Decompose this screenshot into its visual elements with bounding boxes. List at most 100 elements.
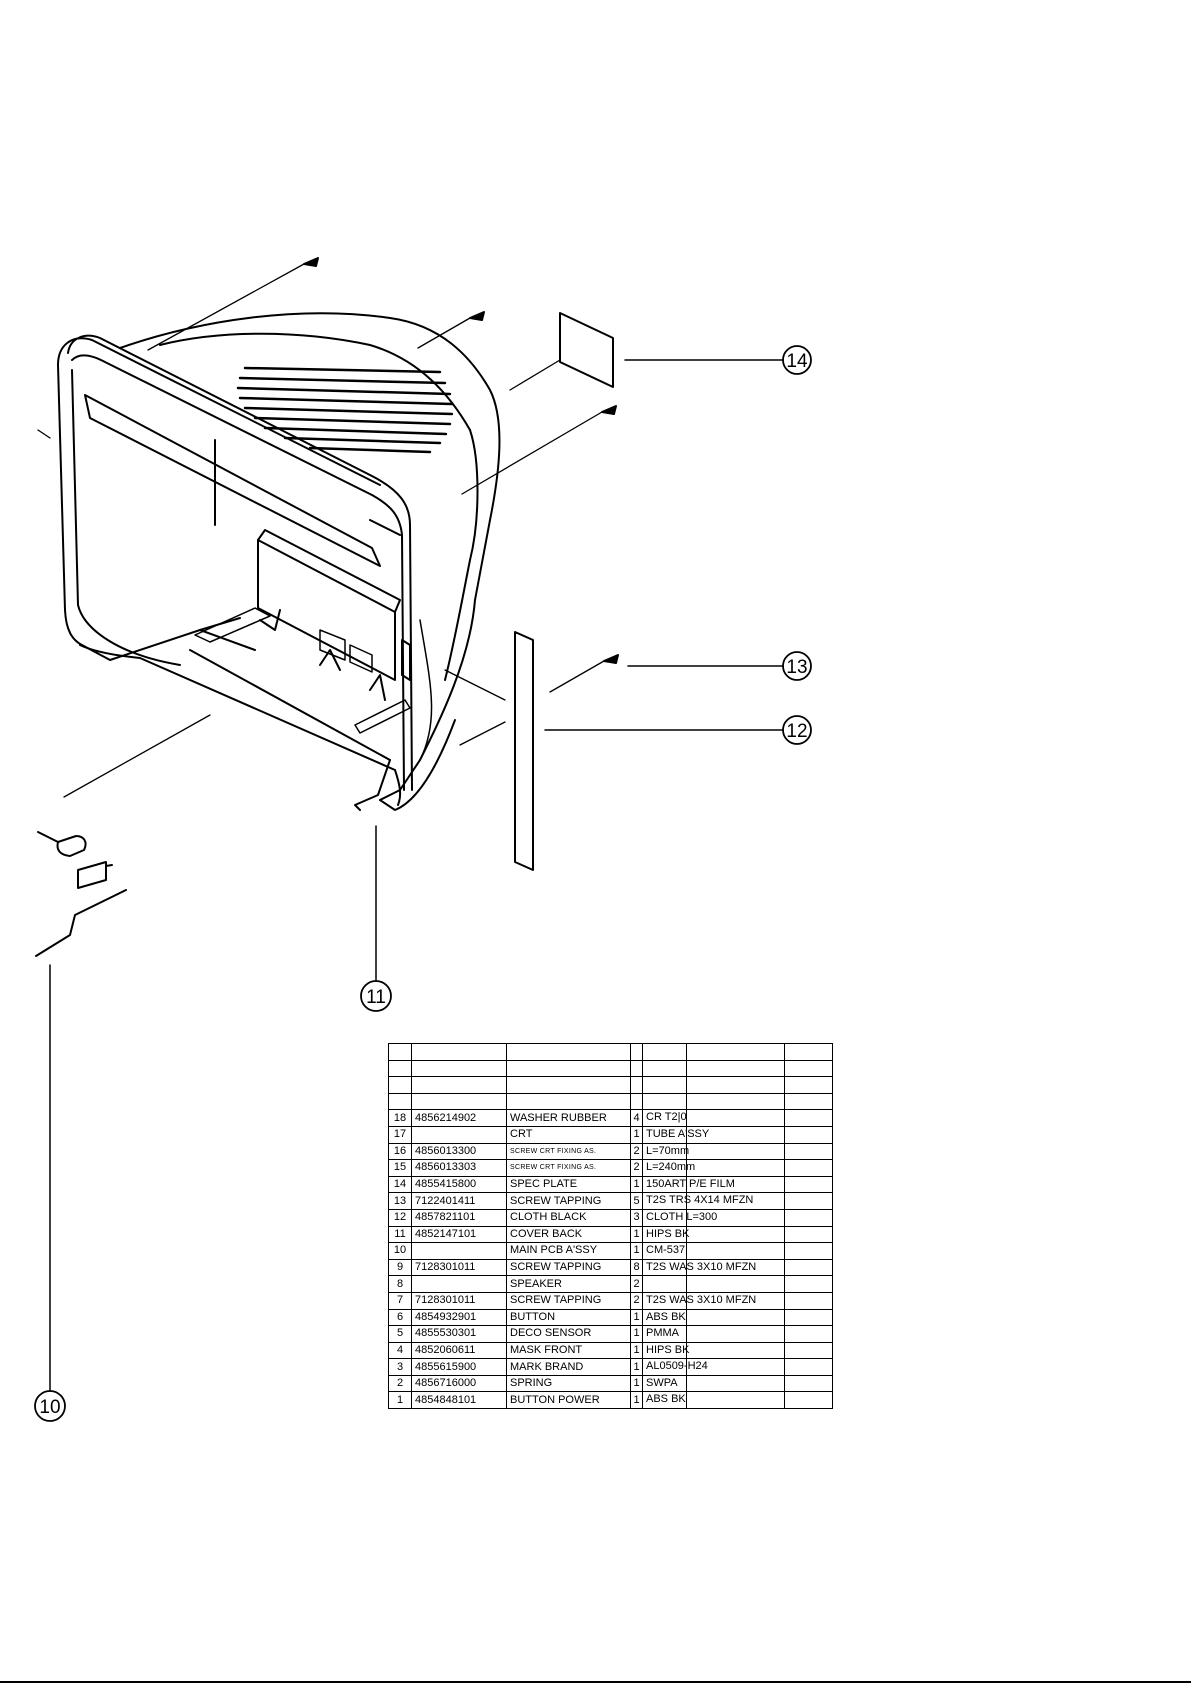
table-cell-empty	[630, 1076, 643, 1094]
part-code-cell: 4852060611	[411, 1341, 507, 1360]
spec-cell: T2S WAS 3X10 MFZN	[642, 1291, 756, 1310]
spec-cell: ABS BK	[642, 1391, 687, 1410]
item-no-cell: 16	[388, 1142, 412, 1161]
spec-cell: HIPS BK	[642, 1225, 689, 1244]
part-name-cell: CLOTH BLACK	[506, 1208, 631, 1227]
part-name-cell: MARK BRAND	[506, 1358, 631, 1376]
qty-cell: 1	[630, 1391, 643, 1410]
remark-cell	[784, 1142, 833, 1161]
qty-cell: 5	[630, 1192, 643, 1210]
item-no-cell: 13	[388, 1192, 412, 1210]
front-mask-frame	[57, 334, 413, 806]
callout-label-10: 10	[39, 1397, 60, 1418]
table-cell-empty	[784, 1043, 833, 1061]
table-cell-empty	[642, 1059, 687, 1078]
part-code-cell: 4852147101	[411, 1225, 507, 1244]
spec-cell: L=70mm	[642, 1142, 689, 1161]
cover-back-part	[119, 312, 501, 811]
spec-cell: T2S WAS 3X10 MFZN	[642, 1258, 756, 1277]
table-cell-empty	[784, 1059, 833, 1078]
bottom-rule	[0, 1681, 1191, 1683]
cloth-black-part	[514, 631, 534, 871]
spec-cell: PMMA	[642, 1325, 687, 1343]
part-code-cell: 7122401411	[411, 1192, 507, 1210]
part-code-cell: 7128301011	[411, 1258, 507, 1277]
item-no-cell: 17	[388, 1125, 412, 1144]
spec-text: T2S TRS 4X14 MFZN	[646, 1194, 754, 1207]
spec-text: CM-537	[646, 1244, 686, 1257]
part-code-cell	[411, 1242, 507, 1260]
part-code-cell: 4855530301	[411, 1325, 507, 1343]
part-code-cell: 4854848101	[411, 1391, 507, 1410]
item-no-cell: 10	[388, 1242, 412, 1260]
spec-text: AL0509-H24	[646, 1360, 708, 1373]
main-pcb	[257, 529, 411, 701]
table-cell-empty	[411, 1043, 507, 1061]
spec-text: ABS BK	[646, 1310, 686, 1323]
part-name-cell: BUTTON	[506, 1308, 631, 1327]
spec-text: SWPA	[646, 1376, 678, 1389]
part-code-cell: 4855615900	[411, 1358, 507, 1376]
callout-circle-14	[782, 345, 812, 375]
spec-extra-cell	[686, 1275, 785, 1293]
qty-cell: 1	[630, 1225, 643, 1244]
spec-text: HIPS BK	[646, 1343, 690, 1356]
table-cell-empty	[411, 1059, 507, 1078]
remark-cell	[784, 1308, 833, 1327]
part-code-cell: 4856013300	[411, 1142, 507, 1161]
spec-extra-cell	[686, 1225, 785, 1244]
part-name-cell: SPRING	[506, 1374, 631, 1393]
remark-cell	[784, 1275, 833, 1293]
part-name-cell: MAIN PCB A'SSY	[506, 1242, 631, 1260]
spec-extra-cell	[686, 1142, 785, 1161]
spec-text: T2S WAS 3X10 MFZN	[646, 1293, 757, 1306]
qty-cell: 1	[630, 1325, 643, 1343]
spec-text: TUBE A'SSY	[646, 1127, 710, 1140]
table-cell-empty	[388, 1059, 412, 1078]
table-cell-empty	[388, 1043, 412, 1061]
part-name-cell: DECO SENSOR	[506, 1325, 631, 1343]
spec-cell: CR T2|0	[642, 1109, 687, 1127]
screw-parts	[303, 257, 619, 664]
qty-cell: 1	[630, 1175, 643, 1194]
remark-cell	[784, 1358, 833, 1376]
part-name-cell: SCREW TAPPING	[506, 1192, 631, 1210]
table-cell-empty	[411, 1076, 507, 1094]
part-code-cell	[411, 1275, 507, 1293]
qty-cell: 3	[630, 1208, 643, 1227]
table-cell-empty	[642, 1092, 687, 1111]
part-code-cell: 7128301011	[411, 1291, 507, 1310]
part-code-cell: 4857821101	[411, 1208, 507, 1227]
remark-cell	[784, 1225, 833, 1244]
part-name-cell: WASHER RUBBER	[506, 1109, 631, 1127]
remark-cell	[784, 1192, 833, 1210]
table-cell-empty	[506, 1092, 631, 1111]
table-row-blank	[388, 1092, 833, 1111]
spec-extra-cell	[686, 1109, 785, 1127]
remark-cell	[784, 1325, 833, 1343]
spec-cell: T2S TRS 4X14 MFZN	[642, 1192, 753, 1210]
qty-cell: 1	[630, 1125, 643, 1144]
table-cell-empty	[686, 1059, 785, 1078]
table-cell-empty	[630, 1092, 643, 1111]
remark-cell	[784, 1175, 833, 1194]
remark-cell	[784, 1109, 833, 1127]
assembly-lines	[37, 263, 605, 798]
part-code-cell: 4856716000	[411, 1374, 507, 1393]
qty-cell: 1	[630, 1242, 643, 1260]
bottom-tray	[81, 607, 411, 811]
table-row-blank	[388, 1076, 833, 1094]
part-name-cell: SCREW TAPPING	[506, 1258, 631, 1277]
